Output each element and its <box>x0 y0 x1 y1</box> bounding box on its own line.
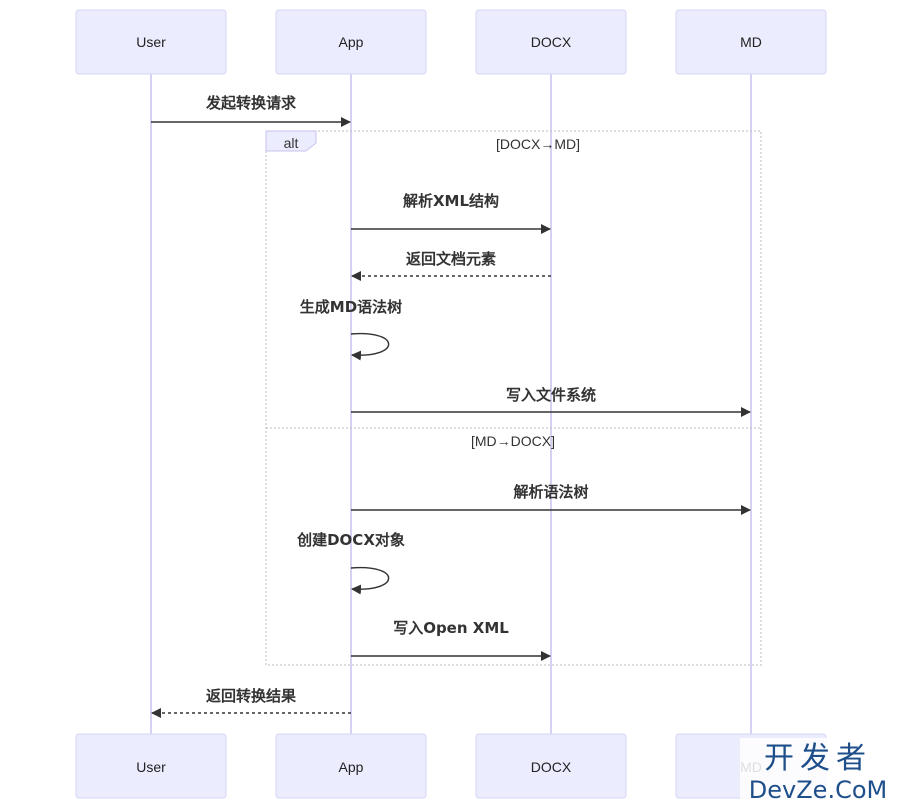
message-label-return-result: 返回转换结果 <box>206 687 297 705</box>
actor-docx-top: DOCX <box>475 9 627 75</box>
svg-text:App: App <box>339 759 364 775</box>
svg-text:DOCX: DOCX <box>531 34 572 50</box>
svg-text:App: App <box>339 34 364 50</box>
actor-app-top: App <box>275 9 427 75</box>
actor-user-bottom: User <box>75 733 227 799</box>
actor-user-top: User <box>75 9 227 75</box>
alt-label: alt <box>284 135 299 151</box>
message-label-request: 发起转换请求 <box>205 94 297 112</box>
message-label-write-open-xml: 写入Open XML <box>393 619 509 637</box>
alt-label-box <box>265 130 317 152</box>
message-label-write-fs: 写入文件系统 <box>506 386 596 404</box>
message-label-parse-tree: 解析语法树 <box>513 483 588 501</box>
message-label-generate-md-tree: 生成MD语法树 <box>300 298 402 316</box>
svg-text:User: User <box>136 759 166 775</box>
message-arrow-create-docx <box>350 566 390 595</box>
svg-text:User: User <box>136 34 166 50</box>
message-label-create-docx: 创建DOCX对象 <box>296 531 405 549</box>
message-label-return-elements: 返回文档元素 <box>406 250 496 268</box>
message-arrow-generate-md-tree <box>350 332 390 361</box>
alt-frame <box>265 130 762 666</box>
watermark-cn: 开发者 <box>764 741 872 776</box>
actor-app-bottom: App <box>275 733 427 799</box>
actor-md-top: MD <box>675 9 827 75</box>
message-label-parse-xml: 解析XML结构 <box>403 192 499 210</box>
watermark-en: DevZe.CoM <box>749 776 887 804</box>
actor-docx-bottom: DOCX <box>475 733 627 799</box>
alt-condition-2: [MD→DOCX] <box>471 433 555 449</box>
alt-condition-1: [DOCX→MD] <box>496 136 580 152</box>
svg-text:DOCX: DOCX <box>531 759 572 775</box>
svg-text:MD: MD <box>740 34 762 50</box>
watermark-logo: 开发者 DevZe.CoM <box>740 738 898 804</box>
